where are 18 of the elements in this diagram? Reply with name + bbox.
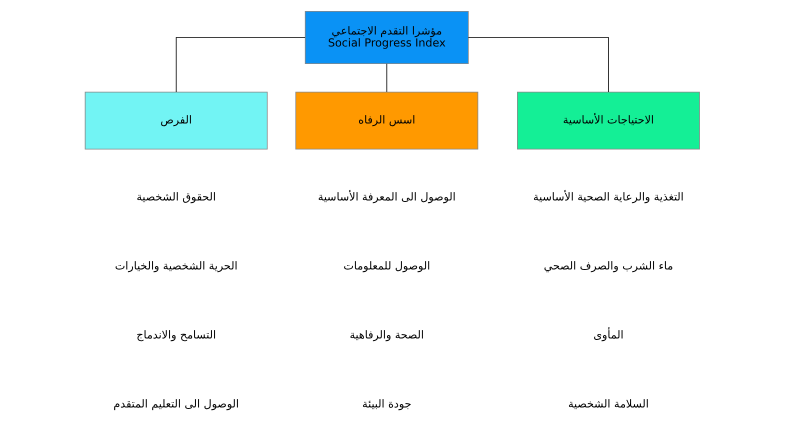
connector [386,63,387,92]
node-box: اسس الرفاه [294,92,478,150]
label: ماء الشرب والصرف الصحي [543,260,673,273]
label: الصحة والرفاهية [349,328,424,342]
connector [468,37,608,92]
label: الحقوق الشخصية [136,190,216,204]
label: جودة البيئة [362,397,411,410]
label: الوصول للمعلومات [342,260,430,273]
label: الوصول الى المعرفة الأساسية [317,190,456,204]
label: الوصول الى التعليم المتقدم [112,397,239,410]
connector [175,37,305,92]
label: التسامح والاندماج [136,328,216,342]
label: التغذية والرعاية الصحية الأساسية [532,190,684,204]
node-box: الاحتياجات الأساسية [516,92,700,150]
label: الحرية الشخصية والخيارات [114,260,238,273]
label: السلامة الشخصية [568,397,648,410]
label: المأوى [592,328,624,342]
node-box: الفرص [84,92,268,150]
